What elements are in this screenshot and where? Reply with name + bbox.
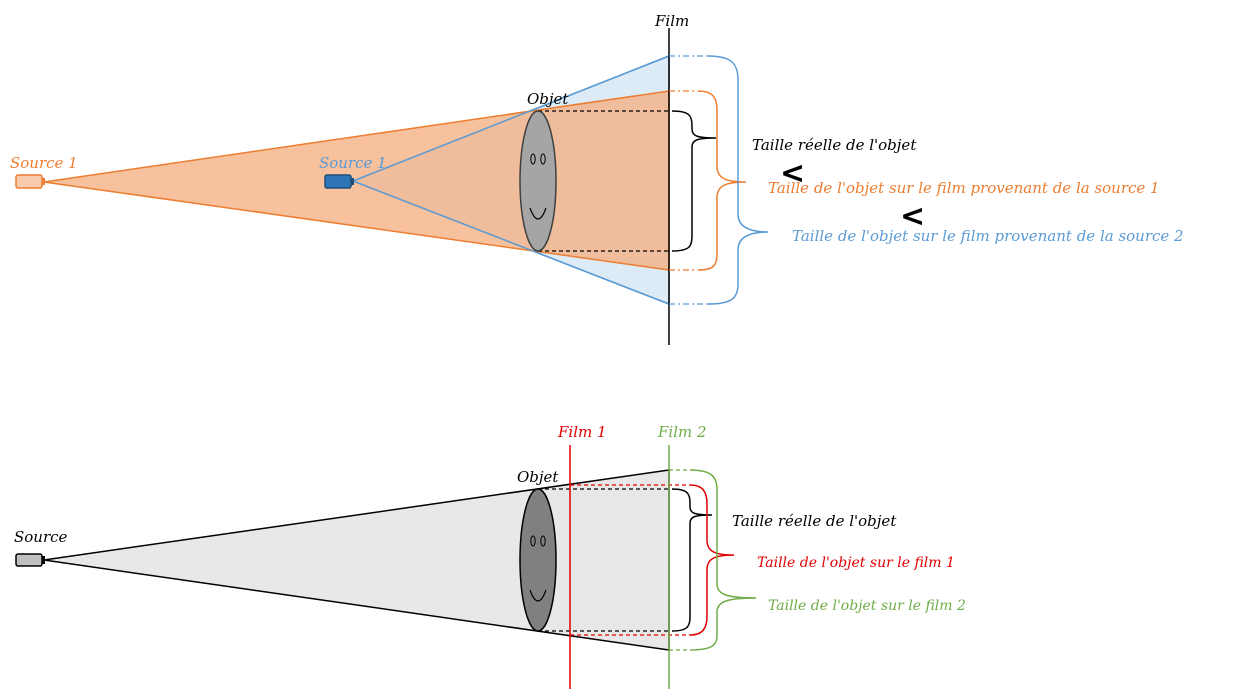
object-bottom-smile bbox=[529, 589, 547, 602]
object-bottom-label: Objet bbox=[517, 468, 559, 486]
real-size-label: Taille réelle de l'objet bbox=[752, 136, 917, 154]
brace-real-size bbox=[671, 110, 717, 252]
brace-source2 bbox=[707, 55, 769, 305]
object-bottom-eye-left bbox=[530, 535, 536, 547]
brace-source1 bbox=[697, 90, 747, 271]
beam-source bbox=[43, 469, 670, 651]
size-source1-label: Taille de l'objet sur le film provenant … bbox=[768, 179, 1160, 197]
source-bottom-body bbox=[15, 553, 43, 567]
size-source2-label: Taille de l'objet sur le film provenant … bbox=[792, 227, 1184, 245]
source1-far-body bbox=[15, 174, 43, 189]
beam-source1 bbox=[43, 90, 670, 271]
object-label: Objet bbox=[527, 90, 569, 108]
source1-near bbox=[324, 174, 354, 189]
ray-source2-top bbox=[352, 55, 670, 182]
brace-film1 bbox=[689, 484, 735, 636]
top-diagram: Film Objet Source 1 Source 1 Taille réel… bbox=[10, 12, 1184, 345]
size-film2-label: Taille de l'objet sur le film 2 bbox=[768, 598, 966, 614]
source1-far-nozzle bbox=[42, 178, 45, 185]
object-smile bbox=[529, 207, 547, 220]
bottom-diagram: Film 1 Film 2 Objet Source Taille réelle… bbox=[14, 423, 966, 689]
source-label: Source bbox=[14, 528, 68, 546]
object-bottom-eye-right bbox=[540, 535, 546, 547]
source1-far-label: Source 1 bbox=[10, 154, 78, 172]
object-bottom-ellipse bbox=[519, 488, 557, 632]
brace-bottom-real-size bbox=[671, 488, 713, 632]
brace-film2 bbox=[689, 469, 757, 651]
bottom-real-size-label: Taille réelle de l'objet bbox=[732, 512, 897, 530]
object-eye-left bbox=[530, 153, 536, 165]
source1-far bbox=[15, 174, 45, 189]
object-bottom bbox=[519, 488, 557, 632]
source-bottom-nozzle bbox=[42, 556, 45, 564]
less-than-sign-1: < bbox=[780, 156, 805, 191]
object-eye-right bbox=[540, 153, 546, 165]
size-film1-label: Taille de l'objet sur le film 1 bbox=[757, 555, 955, 571]
source1-near-label: Source 1 bbox=[319, 154, 387, 172]
less-than-sign-2: < bbox=[900, 199, 925, 234]
film2-label: Film 2 bbox=[657, 423, 707, 441]
object bbox=[519, 110, 557, 252]
film-label: Film bbox=[654, 12, 689, 30]
object-ellipse bbox=[519, 110, 557, 252]
source-bottom bbox=[15, 553, 45, 567]
ray-source2-bottom bbox=[352, 180, 670, 305]
source1-near-body bbox=[324, 174, 352, 189]
film1-label: Film 1 bbox=[557, 423, 607, 441]
source1-near-nozzle bbox=[351, 178, 354, 185]
